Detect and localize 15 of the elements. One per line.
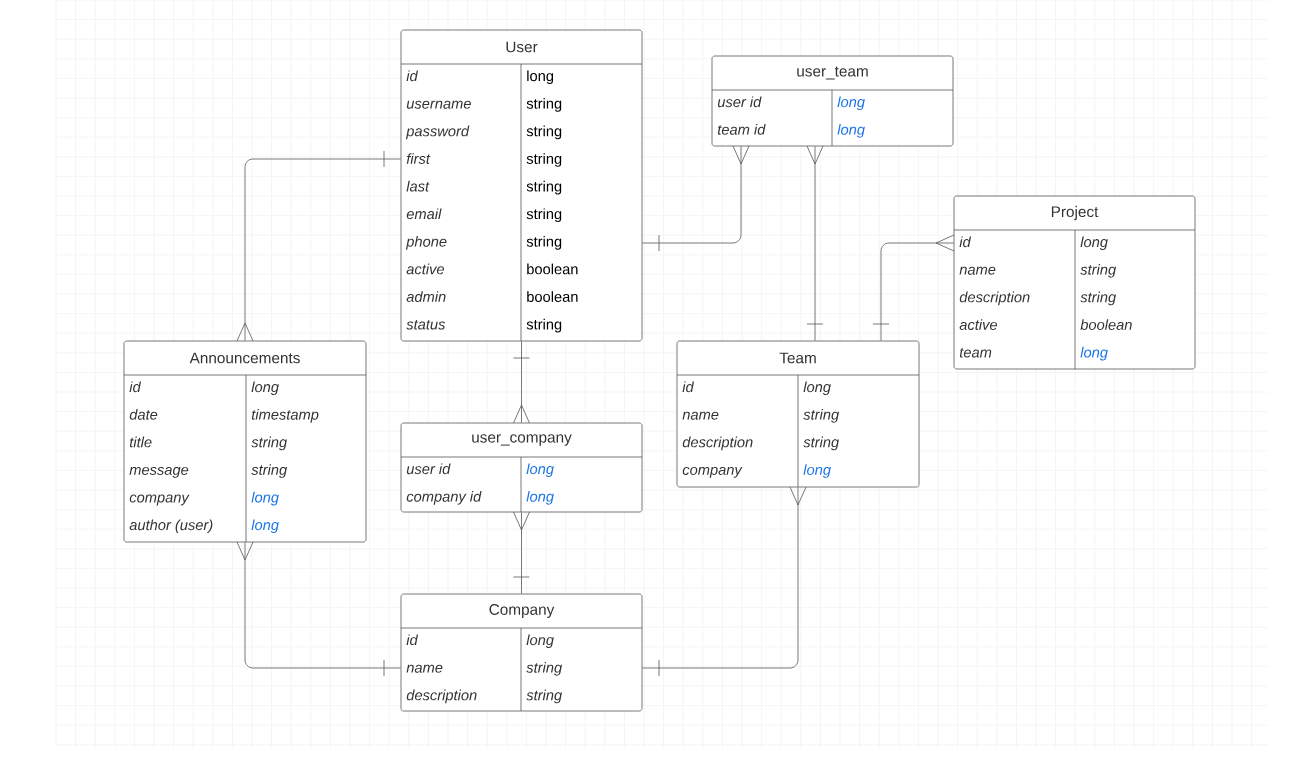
relationship-line [236, 150, 401, 342]
relationship-line [642, 145, 750, 252]
entity-table: user_team user id long team id long [711, 55, 954, 147]
relationship-line [872, 234, 955, 341]
entity-table: Team id long name string description string company long [676, 340, 920, 488]
relationship-line [236, 541, 401, 677]
entity-table: user_company user id long company id long [400, 422, 643, 513]
relationship-line [513, 511, 530, 594]
entity-table: Project id long name string description string active boolean team long [953, 195, 1196, 370]
entity-table: Announcements id long date timestamp title string message string company long author (user) long [123, 340, 367, 543]
relationship-line [806, 145, 824, 341]
relationship-line [513, 341, 530, 424]
entity-table: User id long username string password string first string last string email string phone string active boolean admin boolean status string [400, 29, 643, 342]
relationship-line [642, 486, 807, 677]
entity-table: Company id long name string description string [400, 593, 643, 712]
